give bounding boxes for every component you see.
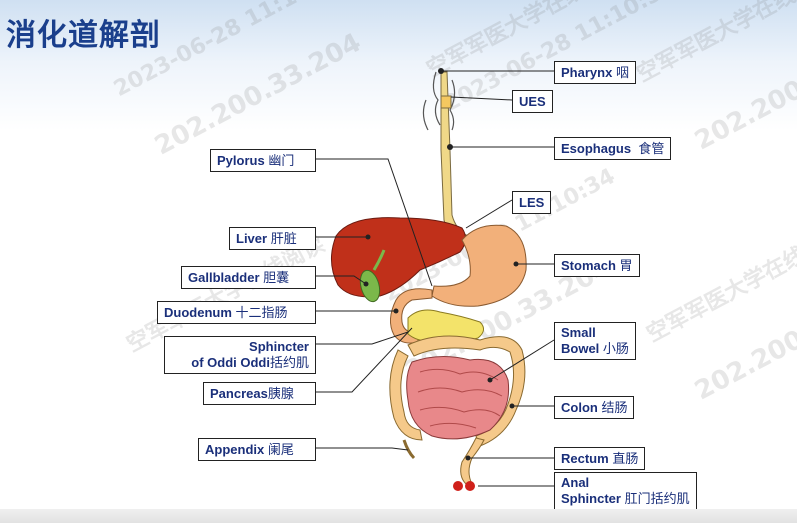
appendix-shape	[402, 439, 416, 460]
label-gallbladder: Gallbladder 胆囊	[181, 266, 316, 289]
label-duodenum: Duodenum 十二指肠	[157, 301, 316, 324]
stomach-shape	[431, 224, 527, 307]
label-small-bowel: Small Bowel 小肠	[554, 322, 636, 360]
anal-sphincter-shape	[453, 481, 475, 491]
label-les: LES	[512, 191, 552, 214]
ues-marker	[440, 95, 452, 109]
colon-shape	[389, 335, 526, 447]
leader-lines	[316, 70, 555, 487]
label-pylorus: Pylorus 幽门	[210, 149, 316, 172]
label-liver: Liver 肝脏	[229, 227, 316, 250]
label-pharynx: Pharynx 咽	[554, 61, 636, 84]
small-bowel-shape	[406, 356, 510, 440]
label-pancreas: Pancreas胰腺	[203, 382, 316, 405]
label-appendix: Appendix 阑尾	[198, 438, 316, 461]
label-rectum: Rectum 直肠	[554, 447, 646, 470]
label-sphincter-of-oddi: Sphincter of Oddi Oddi括约肌	[164, 336, 316, 374]
label-ues: UES	[512, 90, 553, 113]
page-title: 消化道解剖	[6, 18, 161, 53]
small-bowel-folds	[417, 368, 503, 429]
pharynx-shape	[422, 71, 456, 131]
label-stomach: Stomach 胃	[554, 254, 640, 277]
leader-dots	[363, 68, 519, 461]
label-colon: Colon 结肠	[554, 396, 635, 419]
label-anal-sphincter: Anal Sphincter 肛门括约肌	[554, 472, 697, 510]
bile-duct-shape	[372, 249, 386, 271]
rectum-shape	[460, 437, 485, 485]
liver-shape	[331, 217, 466, 298]
label-esophagus: Esophagus 食管	[554, 137, 672, 160]
duodenum-shape	[390, 288, 433, 344]
gallbladder-shape	[359, 269, 381, 303]
bottom-bar	[0, 509, 797, 523]
